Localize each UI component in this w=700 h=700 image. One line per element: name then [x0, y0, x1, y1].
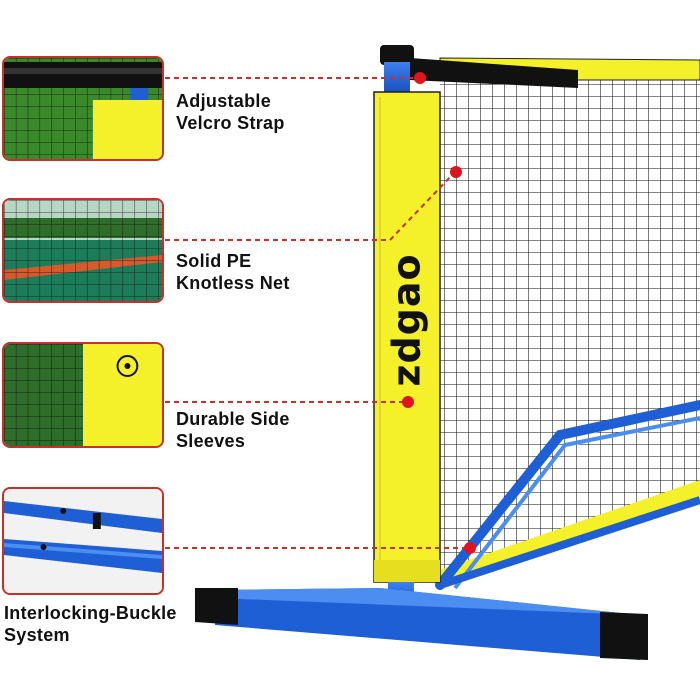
feature-label-line2: Sleeves	[176, 431, 246, 451]
feature-label-line2: Knotless Net	[176, 273, 290, 293]
callout-dot-net	[450, 166, 462, 178]
feature-label-line2: System	[4, 625, 70, 645]
callout-dot-buckle	[464, 542, 476, 554]
feature-thumb-velcro-strap	[2, 56, 164, 161]
callout-dot-sleeve	[402, 396, 414, 408]
feature-thumb-interlocking-buckle	[2, 487, 164, 595]
feature-label-line1: Solid PE	[176, 251, 252, 271]
brand-logo-text: zdgao	[385, 253, 429, 387]
feature-thumb-knotless-net	[2, 198, 164, 303]
side-sleeve	[373, 91, 441, 583]
brand-logo: zdgao	[374, 210, 440, 430]
feature-thumb-side-sleeves	[2, 342, 164, 448]
feature-label-line2: Velcro Strap	[176, 113, 285, 133]
feature-label-side-sleeves: Durable Side Sleeves	[176, 408, 290, 452]
net-mesh	[440, 68, 700, 585]
velcro-strap	[410, 58, 578, 88]
feature-label-line1: Durable Side	[176, 409, 290, 429]
feature-label-line1: Adjustable	[176, 91, 272, 111]
callout-dot-strap	[414, 72, 426, 84]
feature-label-velcro-strap: Adjustable Velcro Strap	[176, 90, 285, 134]
feature-label-interlocking-buckle: Interlocking-Buckle System	[4, 602, 177, 646]
feature-label-knotless-net: Solid PE Knotless Net	[176, 250, 290, 294]
feature-label-line1: Interlocking-Buckle	[4, 603, 177, 623]
eyelet-icon	[116, 355, 139, 377]
